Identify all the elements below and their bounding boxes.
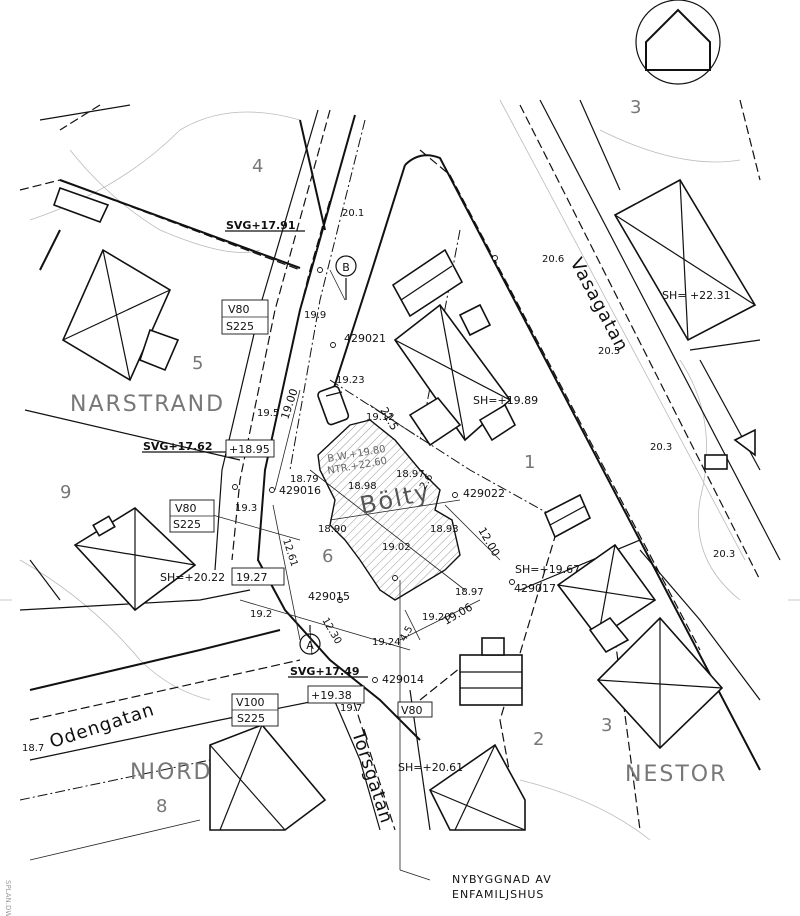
label-sh-2231: SH= +22.31 [662,289,731,302]
label-e1923: 19.23 [336,375,365,386]
label-d1261: 12.61 [280,538,299,569]
label-e1890: 18.90 [318,524,347,535]
label-e187: 18.7 [22,743,44,754]
label-p429021: 429021 [344,332,386,345]
label-d1200: 12.00 [475,525,502,559]
car-icon [317,385,350,426]
outbuildings [52,186,756,706]
label-e1924: 19.24 [372,637,401,648]
label-e197: 19.7 [340,703,362,714]
callout-line-2: ENFAMILJSHUS [452,888,544,901]
district-nord: NIORD [130,760,213,785]
label-e1897: 18.97 [396,469,425,480]
district-narstrand: NARSTRAND [70,392,225,417]
section-marker-a: A [299,625,321,655]
building-e1 [556,543,657,654]
label-svg-2: SVG+17.62 [143,440,212,453]
label-e1898: 18.98 [348,481,377,492]
label-e205: 20.5 [598,346,620,357]
plot-9: 9 [60,482,71,503]
label-e195: 19.5 [257,408,279,419]
plot-3-bottom: 3 [601,715,612,736]
label-e1897b: 18.97 [455,587,484,598]
label-e1912: 19.12 [366,412,395,423]
label-e203b: 20.3 [713,549,735,560]
label-svg-3: SVG+17.49 [290,665,359,678]
label-e199: 19.9 [304,310,326,321]
label-plus-1895: +18.95 [229,443,270,456]
label-1927: 19.27 [236,571,268,584]
label-p429016: 429016 [279,484,321,497]
street-torsgatan: Torsgatan [347,727,397,826]
building-s [428,743,526,831]
label-p429015: 429015 [308,590,350,603]
label-p429017: 429017 [514,582,556,595]
label-d1230: 12.30 [319,616,343,646]
building-nw [61,248,180,382]
label-e1902: 19.02 [382,542,411,553]
building-plot1 [393,303,517,447]
label-sh-1967: SH=+19.67 [515,563,580,576]
plot-8: 8 [156,796,167,817]
label-e1879: 18.79 [290,474,319,485]
label-v80-1: V80 [228,303,250,316]
label-s225-3: S225 [237,712,265,725]
street-vasagatan: Vasagatan [566,254,633,355]
building-sw [209,724,327,831]
label-s225-1: S225 [226,320,254,333]
label-p429014: 429014 [382,673,424,686]
building-w [73,506,197,612]
margin-file-label: SPLAN.DWG [4,880,12,916]
label-p429022: 429022 [463,487,505,500]
road-lines [19,99,781,861]
dimension-lines [232,255,515,881]
label-sh-1989: SH=+19.89 [473,394,538,407]
section-marker-b: B [335,255,357,300]
label-plus-1938: +19.38 [311,689,352,702]
callout-new-house: NYBYGGNAD AV ENFAMILJSHUS [452,873,552,901]
label-s225-2: S225 [173,518,201,531]
north-symbol-icon [635,0,721,85]
district-nestor: NESTOR [625,762,727,787]
label-e193: 19.3 [235,503,257,514]
plot-1: 1 [524,452,535,473]
label-e206: 20.6 [542,254,564,265]
label-svg-1: SVG+17.91 [226,219,295,232]
label-e1920: 19.20 [422,612,451,623]
callout-line-1: NYBYGGNAD AV [452,873,552,886]
label-sh-2022: SH=+20.22 [160,571,225,584]
label-v80-3: V80 [401,704,423,717]
label-d1906: 19.06 [441,601,475,628]
section-a-label: A [306,639,314,652]
section-b-label: B [342,261,350,274]
label-sh-2061: SH=+20.61 [398,761,463,774]
plot-3-top: 3 [630,97,641,118]
label-e1893: 18.93 [430,524,459,535]
plot-2: 2 [533,729,544,750]
plot-5: 5 [192,353,203,374]
label-d45: 4.5 [398,624,415,643]
label-e201: 20.1 [342,208,364,219]
plot-4: 4 [252,156,263,177]
label-e192: 19.2 [250,609,272,620]
building-e2 [596,616,724,750]
label-boxes [142,230,433,727]
new-house-footprint [309,419,466,601]
label-v80-2: V80 [175,502,197,515]
building-ne [613,178,757,342]
plot-6: 6 [322,546,333,567]
label-e203a: 20.3 [650,442,672,453]
label-v100: V100 [236,696,265,709]
